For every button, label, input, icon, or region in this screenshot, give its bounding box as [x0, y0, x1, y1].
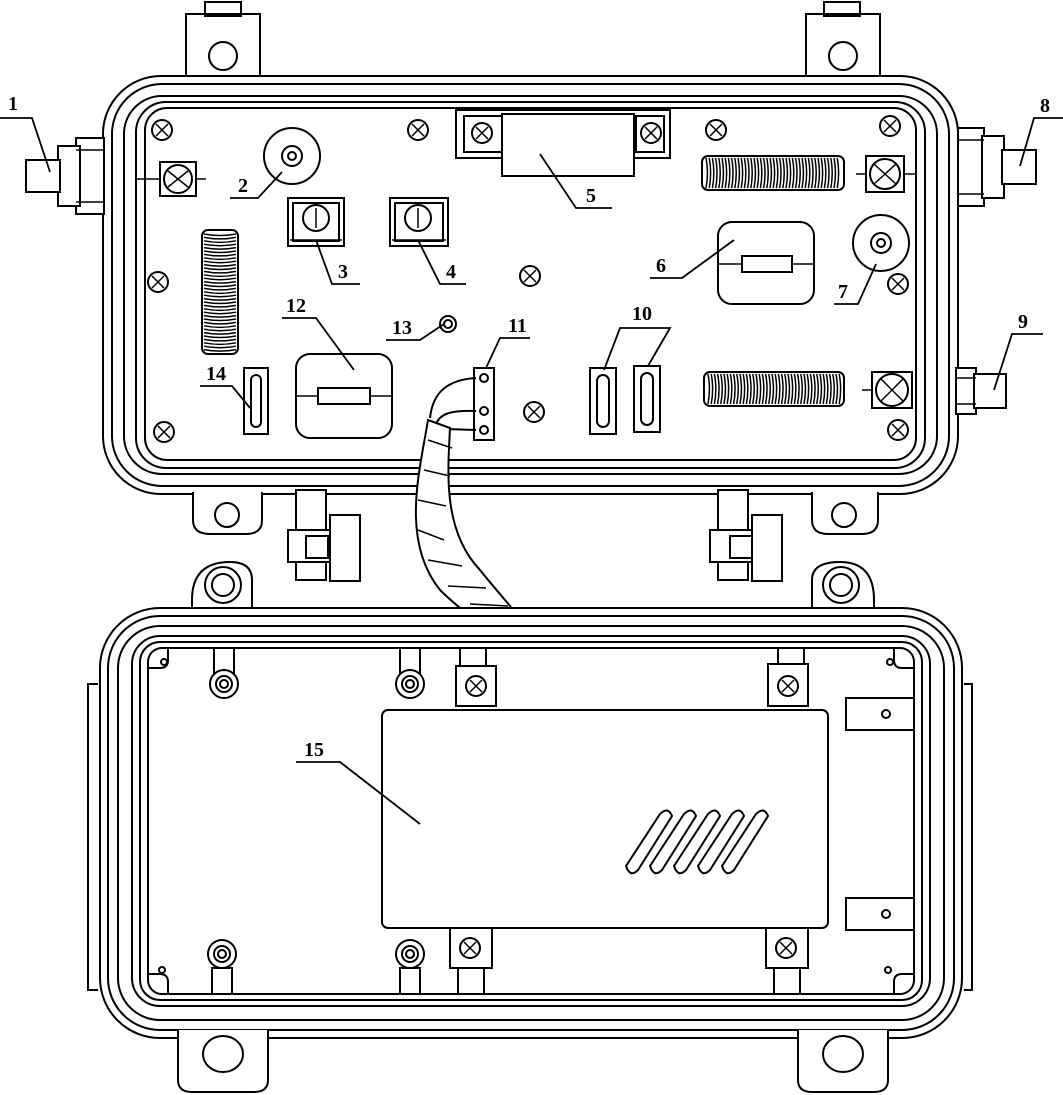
lower-housing	[87, 560, 973, 1093]
callout-3: 3	[338, 261, 348, 283]
power-supply-module-15	[381, 709, 829, 929]
callout-13: 13	[392, 317, 412, 339]
adjuster-4	[389, 197, 449, 247]
terminal-block-left	[136, 161, 206, 197]
top-mounting-ear-right	[805, 1, 881, 77]
input-connector-left	[25, 137, 105, 215]
board-screw	[407, 119, 429, 141]
callout-labels: 1 2 3 4 5 6 7 8 9 10 11 12 13 14 15	[8, 93, 1050, 761]
callout-14: 14	[206, 363, 226, 385]
inductor-coil-bottom-right	[703, 371, 845, 407]
side-slot-upper	[845, 697, 915, 731]
hinge-tab-right	[811, 492, 879, 535]
callout-8: 8	[1040, 95, 1050, 117]
callout-12: 12	[286, 295, 306, 317]
potentiometer-7	[852, 214, 910, 272]
output-connector-right-top	[957, 127, 1037, 207]
board-screw	[705, 119, 727, 141]
vent-slots	[624, 809, 770, 875]
module-5	[455, 109, 671, 177]
side-slot-lower	[845, 897, 915, 931]
bottom-mounting-ear-right	[797, 1030, 889, 1093]
board-screw	[147, 271, 169, 293]
terminal-strip-11	[473, 367, 495, 441]
standoff-top-left	[209, 647, 239, 699]
potentiometer-2	[263, 127, 321, 185]
callout-7: 7	[838, 281, 848, 303]
board-screw	[887, 419, 909, 441]
callout-2: 2	[238, 175, 248, 197]
callout-9: 9	[1018, 311, 1028, 333]
callout-10: 10	[632, 303, 652, 325]
board-screw	[879, 115, 901, 137]
inductor-coil-top-right	[701, 155, 845, 191]
plug-in-slot-10a	[589, 367, 617, 435]
terminal-block-right-top	[856, 155, 916, 193]
callout-5: 5	[586, 185, 596, 207]
transformer-12	[295, 353, 393, 439]
top-mounting-ear-left	[185, 1, 261, 77]
hinge-clasp-left	[287, 489, 361, 582]
board-screw	[153, 421, 175, 443]
standoff-bottom-center	[395, 939, 425, 995]
transformer-6	[717, 221, 815, 305]
callout-11: 11	[508, 315, 527, 337]
standoff-bottom-left	[207, 939, 237, 995]
output-connector-right-bottom	[955, 367, 1007, 415]
board-mounting-screws	[147, 115, 909, 443]
bracket-screw-bottom-left	[449, 927, 493, 995]
bottom-mounting-ear-left	[177, 1030, 269, 1093]
plug-in-slot-10b	[633, 365, 661, 433]
callout-1: 1	[8, 93, 18, 115]
board-screw	[523, 401, 545, 423]
adjuster-3	[287, 197, 345, 247]
callout-15: 15	[304, 739, 324, 761]
callout-6: 6	[656, 255, 666, 277]
bracket-screw-top-right	[767, 647, 809, 707]
board-screw	[519, 265, 541, 287]
hinge-tab-left	[192, 492, 263, 535]
terminal-block-right-bottom	[862, 371, 913, 409]
standoff-top-center	[395, 647, 425, 699]
hinge-clasp-right	[709, 489, 783, 582]
inductor-coil-vertical	[201, 229, 239, 355]
callout-4: 4	[446, 261, 456, 283]
callout-leaders	[0, 117, 1063, 825]
upper-housing	[25, 1, 1037, 582]
board-screw	[151, 119, 173, 141]
bracket-screw-top-left	[455, 647, 497, 707]
plug-in-slot-14	[243, 367, 269, 435]
board-screw	[887, 273, 909, 295]
